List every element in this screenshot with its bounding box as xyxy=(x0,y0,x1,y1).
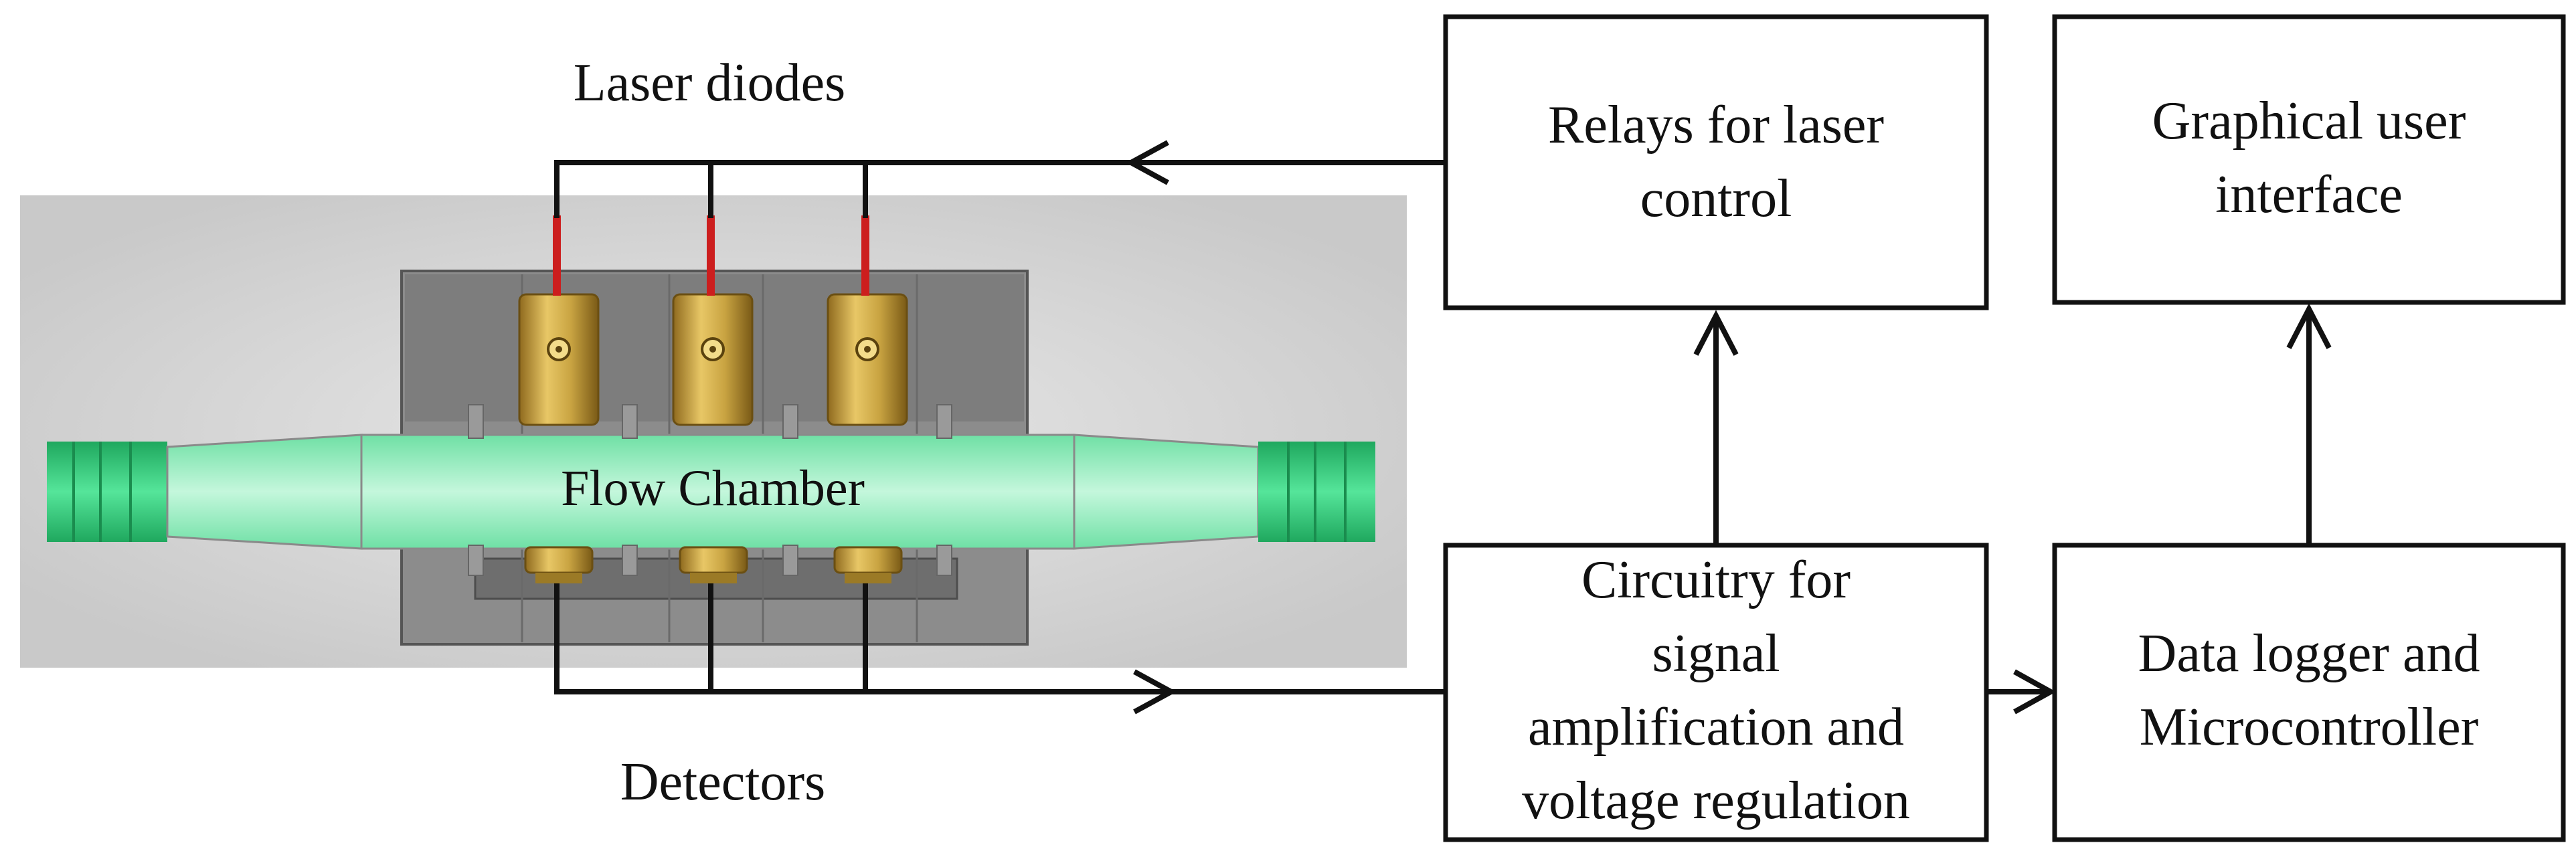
box-gui: Graphical user interface xyxy=(2052,14,2566,305)
circuitry-to-logger xyxy=(1986,669,2057,715)
arrow-to-relays xyxy=(1693,310,1739,356)
logger-to-gui xyxy=(2286,303,2332,545)
logger-line-2: Microcontroller xyxy=(2140,698,2478,757)
detector-3 xyxy=(833,546,903,583)
detector-wiring xyxy=(554,583,1446,715)
tube-end-left xyxy=(47,442,167,542)
logger-line-1: Data logger and xyxy=(2138,624,2480,683)
arrow-to-lasers xyxy=(1125,140,1169,185)
laser-diode-2 xyxy=(672,215,754,426)
circuitry-line-4: voltage regulation xyxy=(1522,771,1910,830)
laser-wiring xyxy=(554,140,1446,218)
laser-diode-3 xyxy=(827,215,908,426)
laser-diodes-label: Laser diodes xyxy=(574,54,846,112)
box-logger: Data logger and Microcontroller xyxy=(2052,543,2566,842)
detector-1 xyxy=(524,546,594,583)
circuitry-line-3: amplification and xyxy=(1528,698,1904,757)
box-circuitry: Circuitry for signal amplification and v… xyxy=(1443,543,1989,842)
tube-end-right xyxy=(1258,442,1375,542)
flow-chamber-label: Flow Chamber xyxy=(561,460,865,516)
circuitry-line-1: Circuitry for xyxy=(1581,551,1851,609)
device-render: Flow Chamber xyxy=(20,195,1407,668)
gui-line-1: Graphical user xyxy=(2152,92,2466,151)
arrow-to-logger xyxy=(2013,669,2057,715)
box-relays: Relays for laser control xyxy=(1443,14,1989,310)
laser-diode-1 xyxy=(518,215,600,426)
circuitry-line-2: signal xyxy=(1652,624,1780,683)
detector-2 xyxy=(679,546,748,583)
relays-line-1: Relays for laser xyxy=(1548,96,1884,155)
relays-line-2: control xyxy=(1640,169,1792,228)
gui-line-2: interface xyxy=(2215,165,2403,224)
detectors-label: Detectors xyxy=(620,753,826,812)
circuitry-to-relays xyxy=(1693,310,1739,545)
arrow-to-gui xyxy=(2286,303,2332,349)
arrow-to-circuitry xyxy=(1133,669,1177,715)
flow-chamber xyxy=(47,434,1375,550)
